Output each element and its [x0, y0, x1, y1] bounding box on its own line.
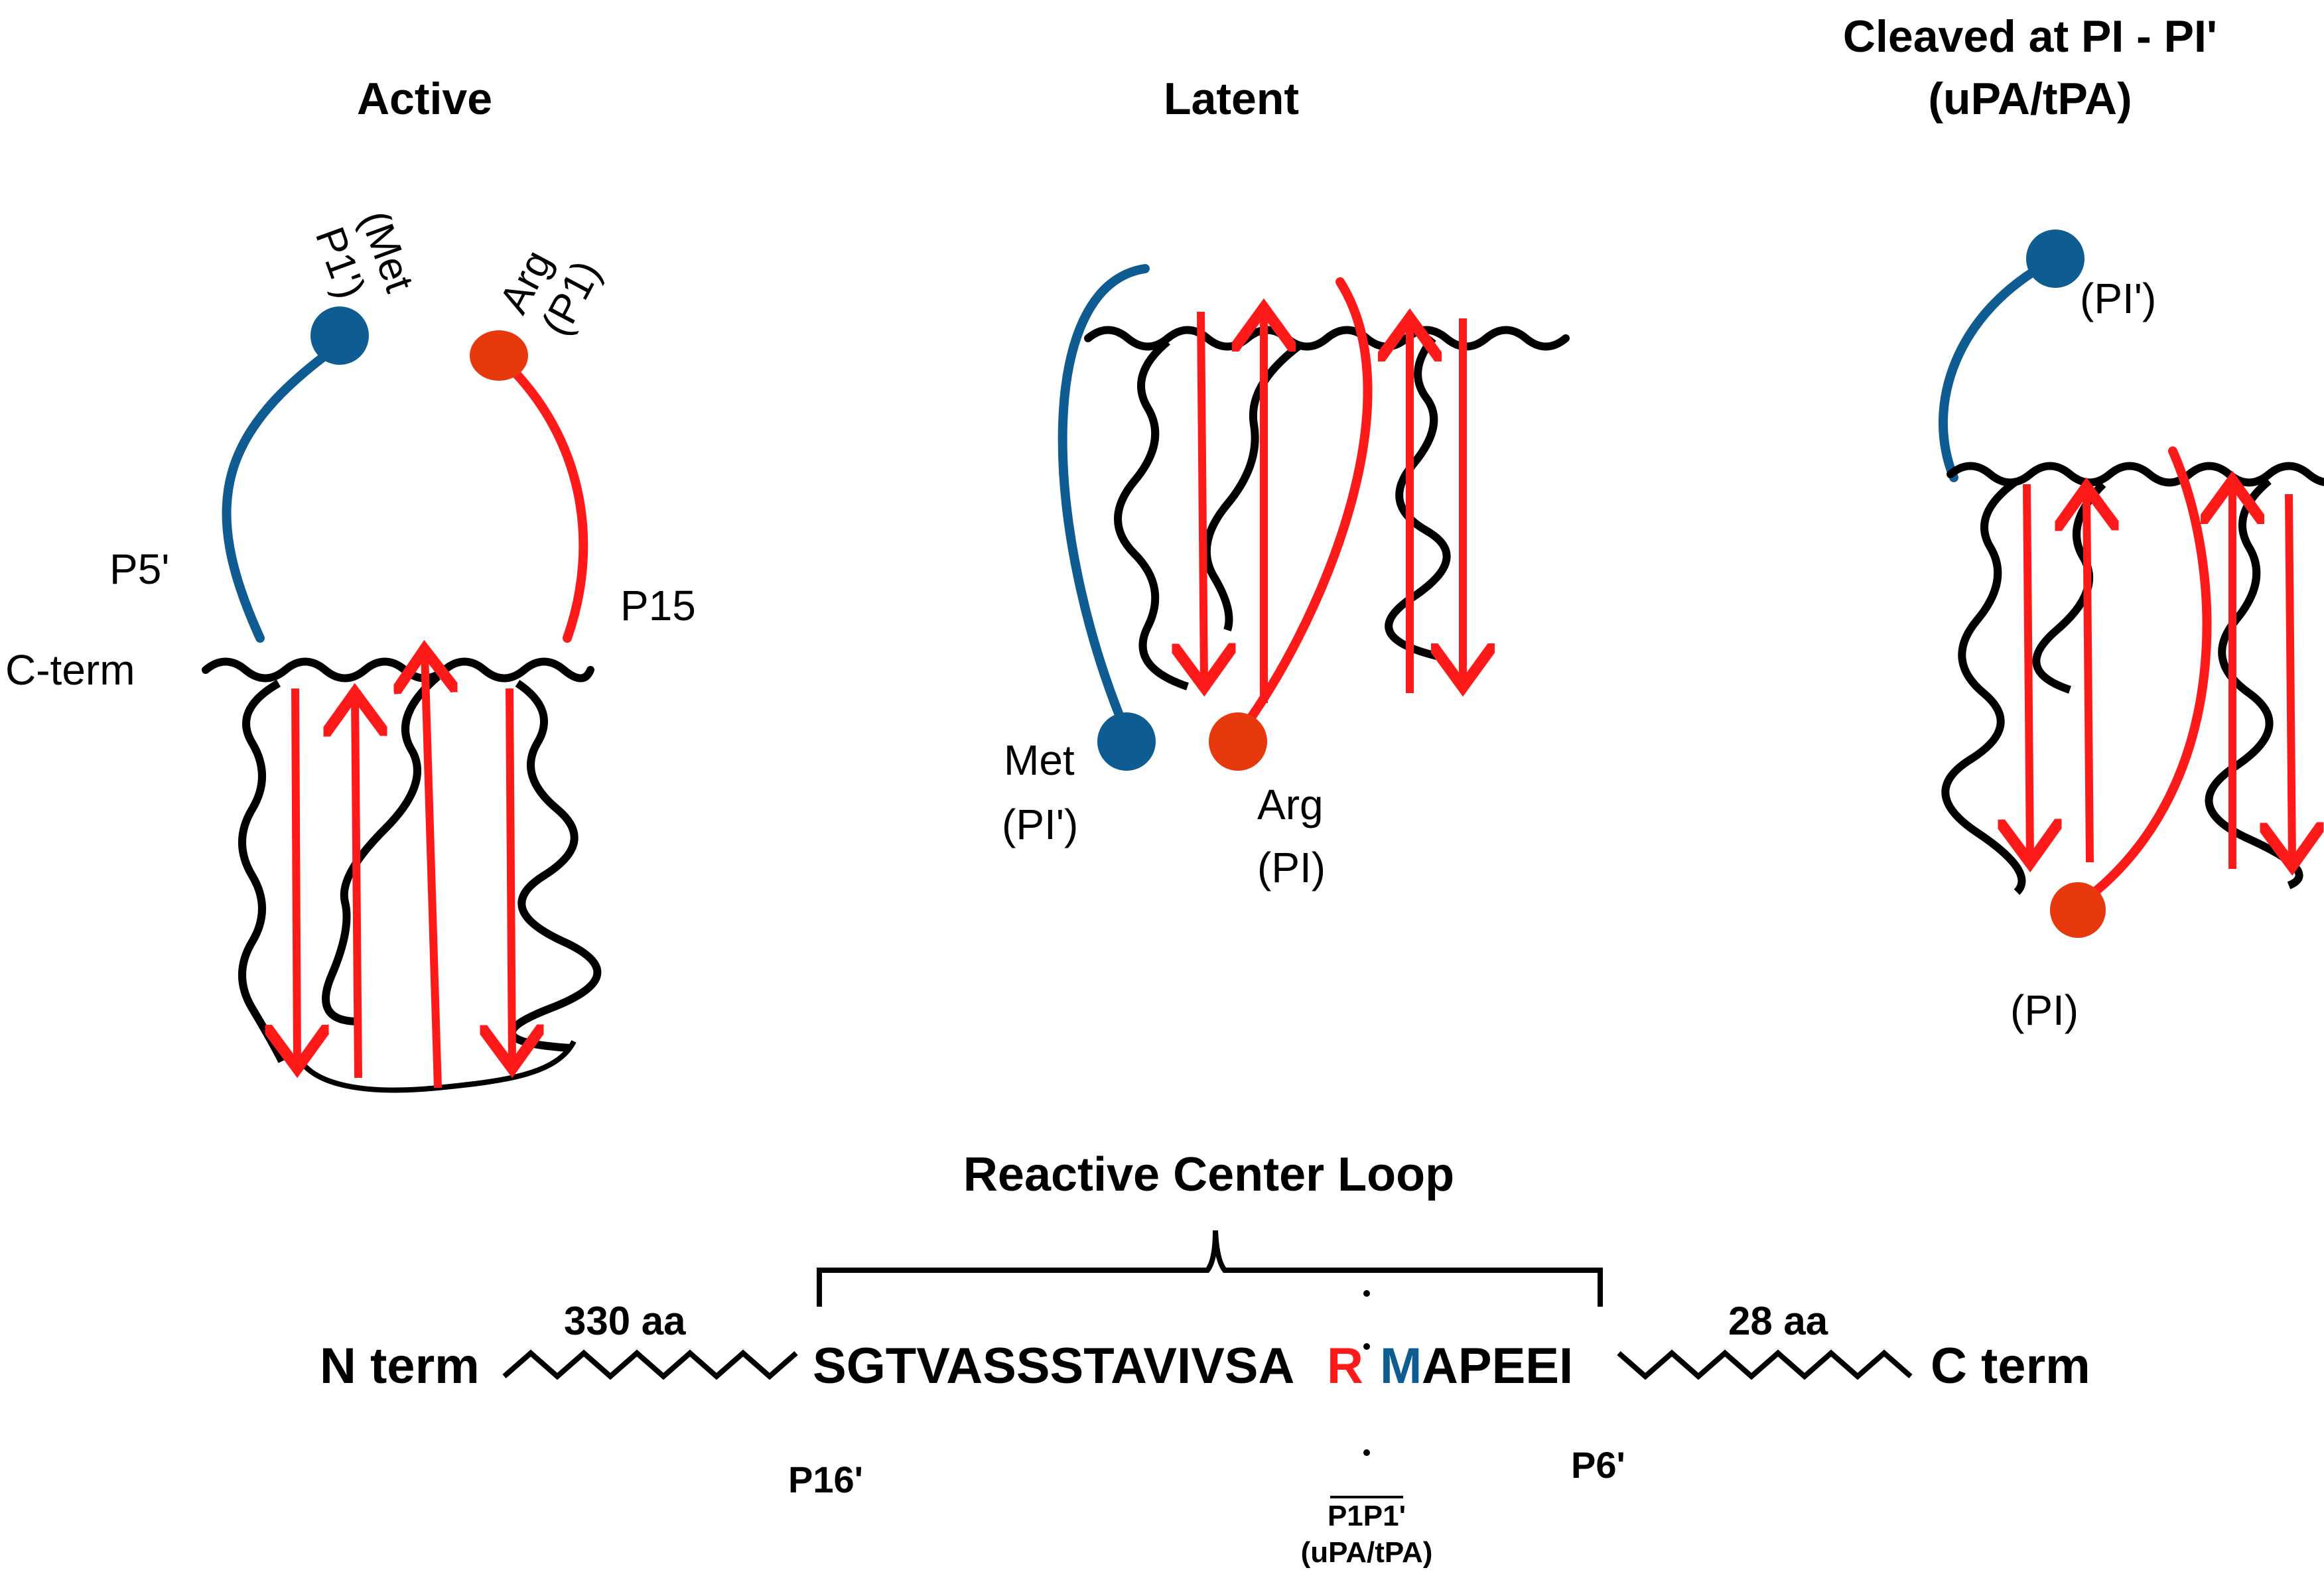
latent-wave-1	[1114, 338, 1189, 690]
active-met-ball	[310, 306, 369, 365]
sequence-section: Reactive Center Loop N term 330 aa SGTVA…	[320, 1148, 2090, 1569]
latent-red-strand	[1243, 277, 1373, 728]
latent-arg-ball	[1209, 712, 1267, 771]
active-red-strand	[500, 357, 588, 643]
latent-arg-label-2: (PI)	[1257, 844, 1326, 891]
active-wave-1	[238, 679, 286, 1063]
active-p15-label: P15	[620, 582, 696, 629]
sequence-p1-residue: R	[1327, 1338, 1363, 1394]
p1p1-label: P1P1'	[1328, 1500, 1406, 1532]
sequence-p1-prime-residue: M	[1380, 1338, 1422, 1394]
cleaved-top-wave	[1947, 462, 2324, 487]
active-title: Active	[357, 74, 492, 124]
cleaved-arrow-down-2	[2289, 493, 2292, 862]
latent-top-wave	[1084, 326, 1570, 351]
latent-title: Latent	[1164, 74, 1299, 124]
latent-blue-strand	[1058, 264, 1150, 738]
rcl-brace	[817, 1230, 1603, 1307]
active-arrow-down-2	[510, 688, 512, 1065]
cleavage-dot-3	[1363, 1449, 1370, 1456]
latent-wave-3	[1385, 336, 1451, 661]
active-cterm-label: C-term	[5, 646, 135, 694]
cleaved-pi-prime-label: (PI')	[2080, 275, 2156, 322]
cleaved-arrow-up-1	[2086, 491, 2090, 863]
p16-label: P16'	[788, 1459, 863, 1500]
active-arrow-up-2	[425, 653, 438, 1088]
latent-panel: Latent Met (PI') Arg (PI)	[1002, 74, 1570, 891]
cleaved-blue-strand	[1938, 257, 2055, 482]
active-wave-3	[508, 680, 602, 1052]
rcl-heading: Reactive Center Loop	[963, 1148, 1454, 1201]
latent-met-label-1: Met	[1004, 736, 1075, 784]
active-arg-ball	[470, 330, 528, 381]
cleaved-pi-prime-ball	[2026, 230, 2085, 288]
cleaved-wave-1	[1941, 478, 2026, 895]
active-top-wave	[202, 657, 594, 683]
p6-label: P6'	[1571, 1444, 1625, 1486]
sequence-right: APEEI	[1422, 1338, 1573, 1394]
active-arrow-down-1	[295, 688, 297, 1065]
active-blue-strand	[222, 340, 344, 643]
left-length-label: 330 aa	[564, 1299, 686, 1343]
cleaved-arrow-down-1	[2027, 484, 2030, 859]
cleaved-wave-3	[2205, 478, 2303, 889]
sequence-left: SGTVASSSTAVIVSA	[813, 1338, 1294, 1394]
active-arrow-up-1	[355, 696, 358, 1079]
active-panel: Active (Met P1') Arg (P1) P5' P15 C-term	[5, 74, 696, 1093]
cleaved-panel: Cleaved at PI - PI' (uPA/tPA) (PI') (PI)	[1843, 11, 2324, 1034]
latent-wave-2	[1202, 342, 1303, 631]
active-wave-2	[322, 673, 441, 1025]
latent-arg-label-1: Arg	[1257, 781, 1324, 828]
cleaved-title-2: (uPA/tPA)	[1928, 74, 2132, 124]
cleaved-title-1: Cleaved at PI - PI'	[1843, 11, 2217, 62]
n-term-label: N term	[320, 1338, 480, 1394]
active-p5-label: P5'	[109, 545, 170, 593]
cleaved-red-strand	[2082, 446, 2212, 903]
cleavage-dot-2	[1363, 1343, 1370, 1350]
latent-met-ball	[1097, 712, 1156, 771]
cleavage-dot-1	[1363, 1290, 1370, 1297]
protease-label: (uPA/tPA)	[1301, 1536, 1433, 1569]
c-term-label: C term	[1931, 1338, 2090, 1394]
left-chain	[502, 1349, 798, 1380]
right-chain	[1617, 1349, 1913, 1380]
latent-arrow-down-1	[1201, 311, 1204, 683]
cleaved-pi-label: (PI)	[2010, 986, 2079, 1034]
cleaved-wave-2	[2032, 481, 2106, 694]
cleaved-pi-ball	[2050, 882, 2106, 938]
latent-met-label-2: (PI')	[1002, 801, 1078, 848]
right-length-label: 28 aa	[1728, 1299, 1828, 1343]
